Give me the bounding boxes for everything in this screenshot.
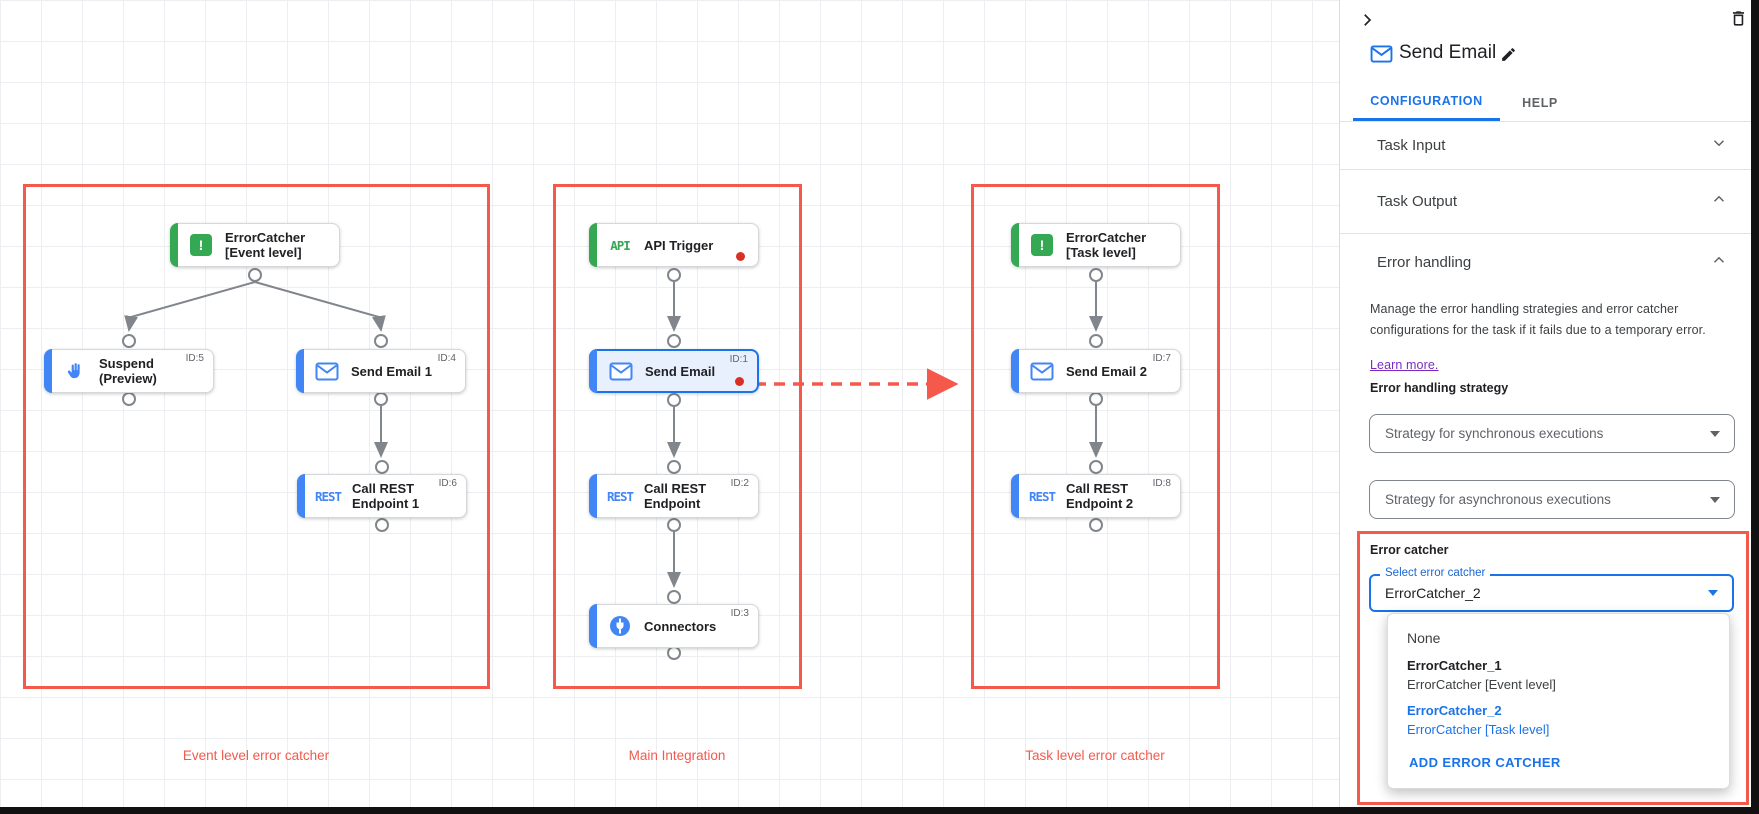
divider <box>1340 121 1752 122</box>
node-label: Send Email 2 <box>1066 363 1147 379</box>
async-strategy-select[interactable]: Strategy for asynchronous executions <box>1369 480 1735 519</box>
rest-icon: REST <box>314 488 342 504</box>
flow-edges <box>122 268 1103 660</box>
node-label: Suspend(Preview) <box>99 356 157 386</box>
task-config-panel: Send Email CONFIGURATION HELP Task Input… <box>1339 0 1759 814</box>
node-accent-bar <box>589 349 597 393</box>
caption-event-level: Event level error catcher <box>182 748 330 763</box>
section-task-output[interactable]: Task Output <box>1340 170 1752 233</box>
edit-title-pencil-icon[interactable] <box>1495 41 1521 67</box>
node-suspend[interactable]: Suspend(Preview) ID:5 <box>44 349 214 393</box>
edit-indicator-dot <box>735 377 744 386</box>
node-accent-bar <box>297 474 305 518</box>
panel-title: Send Email <box>1399 42 1497 63</box>
caption-main-integration: Main Integration <box>628 748 726 763</box>
caption-task-level: Task level error catcher <box>1025 748 1165 763</box>
email-icon <box>310 362 344 381</box>
node-id-badge: ID:3 <box>730 608 749 619</box>
menu-option-errorcatcher-2-selected[interactable]: ErrorCatcher_2 ErrorCatcher [Task level] <box>1407 703 1550 737</box>
node-connectors[interactable]: Connectors ID:3 <box>589 604 759 648</box>
rest-icon: REST <box>606 488 634 504</box>
node-id-badge: ID:5 <box>185 353 204 364</box>
node-errorcatcher-event-level[interactable]: ! ErrorCatcher[Event level] <box>170 223 340 267</box>
node-id-badge: ID:7 <box>1152 353 1171 364</box>
node-accent-bar <box>44 349 52 393</box>
node-api-trigger[interactable]: API API Trigger <box>589 223 759 267</box>
node-id-badge: ID:8 <box>1152 478 1171 489</box>
tab-help[interactable]: HELP <box>1522 95 1558 110</box>
node-accent-bar <box>589 223 597 267</box>
node-accent-bar <box>296 349 304 393</box>
annotation-box-task-level <box>971 184 1220 689</box>
email-icon <box>1025 362 1059 381</box>
node-accent-bar <box>1011 223 1019 267</box>
error-catcher-icon: ! <box>1025 234 1059 256</box>
chevron-up-icon <box>1710 190 1728 213</box>
chevron-down-icon <box>1710 134 1728 157</box>
menu-option-errorcatcher-1[interactable]: ErrorCatcher_1 ErrorCatcher [Event level… <box>1407 658 1556 692</box>
api-icon: API <box>610 237 631 253</box>
error-catcher-select[interactable]: ErrorCatcher_2 <box>1369 574 1734 612</box>
email-icon <box>604 362 638 381</box>
node-accent-bar <box>589 474 597 518</box>
connectors-icon <box>603 614 637 638</box>
section-error-handling[interactable]: Error handling <box>1340 234 1752 290</box>
node-label: Send Email <box>645 363 716 379</box>
annotation-box-error-catcher <box>1357 531 1749 805</box>
integration-canvas[interactable]: Event level error catcher Main Integrati… <box>0 0 1339 814</box>
node-send-email-2[interactable]: Send Email 2 ID:7 <box>1011 349 1181 393</box>
node-send-email-selected[interactable]: Send Email ID:1 <box>589 349 759 393</box>
select-error-catcher-label: Select error catcher <box>1380 567 1491 579</box>
tab-configuration[interactable]: CONFIGURATION <box>1353 84 1500 121</box>
dropdown-caret-icon <box>1710 430 1720 437</box>
learn-more-link-row: Learn more. <box>1370 355 1756 376</box>
error-catcher-label: Error catcher <box>1370 543 1449 557</box>
divider <box>1340 169 1752 170</box>
node-id-badge: ID:4 <box>437 353 456 364</box>
node-accent-bar <box>589 604 597 648</box>
node-label: ErrorCatcher[Task level] <box>1066 230 1147 260</box>
task-type-email-icon <box>1368 41 1394 67</box>
node-send-email-1[interactable]: Send Email 1 ID:4 <box>296 349 466 393</box>
delete-task-button[interactable] <box>1725 5 1751 31</box>
annotation-box-event-level <box>23 184 490 689</box>
error-catcher-dropdown-menu: None ErrorCatcher_1 ErrorCatcher [Event … <box>1387 613 1730 789</box>
node-label: API Trigger <box>644 237 714 253</box>
node-accent-bar <box>1011 349 1019 393</box>
annotation-box-main-integration <box>553 184 802 689</box>
dropdown-caret-icon <box>1710 496 1720 503</box>
error-handling-description: Manage the error handling strategies and… <box>1370 302 1706 337</box>
node-id-badge: ID:2 <box>730 478 749 489</box>
node-label: ErrorCatcher[Event level] <box>225 230 306 260</box>
scrollbar-strip[interactable] <box>1751 0 1759 814</box>
node-label: Send Email 1 <box>351 363 432 379</box>
section-task-input[interactable]: Task Input <box>1340 122 1752 169</box>
error-handling-strategy-label: Error handling strategy <box>1370 381 1509 395</box>
node-label: Connectors <box>644 618 717 634</box>
suspend-hand-icon <box>58 361 92 381</box>
node-accent-bar <box>170 223 178 267</box>
node-accent-bar <box>1011 474 1019 518</box>
sync-strategy-select[interactable]: Strategy for synchronous executions <box>1369 414 1735 453</box>
collapse-panel-button[interactable] <box>1354 7 1380 33</box>
dropdown-caret-icon <box>1708 590 1718 596</box>
divider <box>1340 233 1752 234</box>
learn-more-link[interactable]: Learn more. <box>1370 358 1439 372</box>
add-error-catcher-button[interactable]: ADD ERROR CATCHER <box>1409 755 1561 770</box>
node-id-badge: ID:6 <box>438 478 457 489</box>
rest-icon: REST <box>1028 488 1056 504</box>
error-catcher-icon: ! <box>184 234 218 256</box>
chevron-up-icon <box>1710 251 1728 274</box>
screen-bottom-edge <box>0 807 1759 814</box>
menu-option-none[interactable]: None <box>1407 630 1441 646</box>
node-id-badge: ID:1 <box>729 354 748 365</box>
node-errorcatcher-task-level[interactable]: ! ErrorCatcher[Task level] <box>1011 223 1181 267</box>
edit-indicator-dot <box>736 252 745 261</box>
